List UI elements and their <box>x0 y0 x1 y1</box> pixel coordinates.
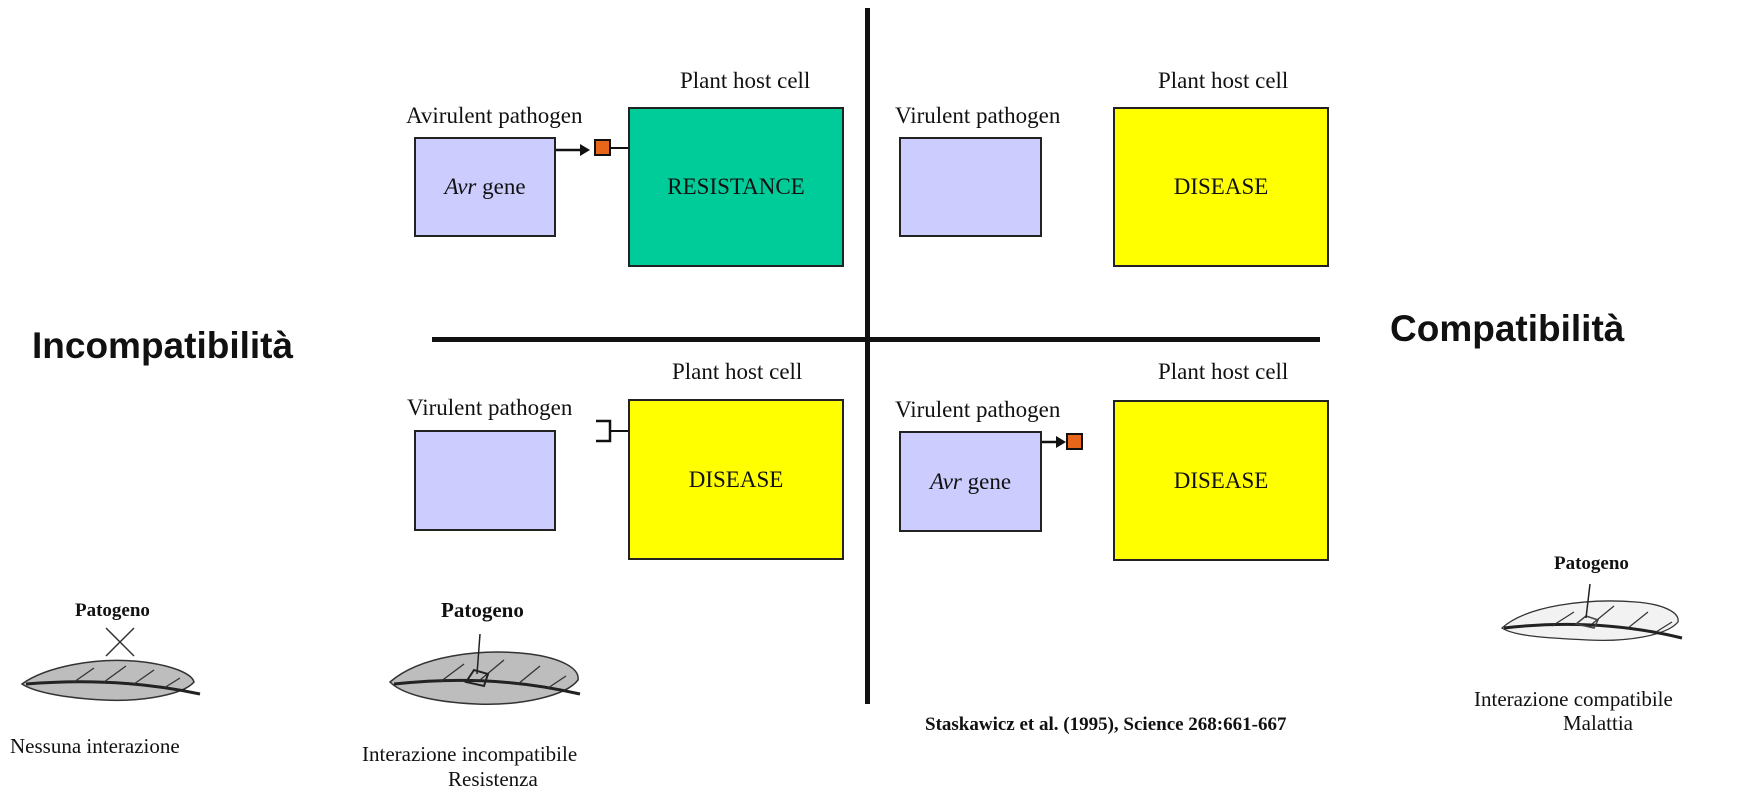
incompatibility-label: Incompatibilità <box>32 325 294 366</box>
br-host-cell-box: DISEASE <box>1113 400 1329 561</box>
br-avr-gene-label: Avr gene <box>929 468 1012 494</box>
citation: Staskawicz et al. (1995), Science 268:66… <box>925 714 1287 735</box>
bl-host-title: Plant host cell <box>672 359 803 384</box>
leaf-icon <box>1500 583 1683 642</box>
vertical-divider <box>865 8 870 704</box>
tr-host-cell-box: DISEASE <box>1113 107 1329 267</box>
tl-signal-arrow <box>556 144 590 156</box>
leaf-none-title: Patogeno <box>75 600 150 621</box>
tl-pathogen-box: Avr gene <box>414 137 556 237</box>
br-host-title: Plant host cell <box>1158 359 1289 384</box>
tl-host-title: Plant host cell <box>680 68 811 93</box>
tl-avr-elicitor <box>594 139 611 156</box>
br-pathogen-box: Avr gene <box>899 431 1042 532</box>
leaf-icon <box>20 659 201 702</box>
leaf-incompatible-caption-1: Interazione incompatibile <box>362 742 578 766</box>
bl-outcome-label: DISEASE <box>688 466 784 492</box>
tl-outcome-label: RESISTANCE <box>667 174 805 199</box>
tr-host-title: Plant host cell <box>1158 68 1289 93</box>
horizontal-divider <box>432 337 1320 342</box>
tl-host-cell-box: RESISTANCE <box>628 107 844 267</box>
leaf-incompatible-caption-2: Resistenza <box>448 767 538 791</box>
tl-avr-gene-label: Avr gene <box>444 174 526 199</box>
leaf-compatible-title: Patogeno <box>1554 553 1629 574</box>
leaf-incompatible-title: Patogeno <box>441 598 524 622</box>
tr-pathogen-title: Virulent pathogen <box>895 103 1061 128</box>
leaf-compatible-illustration <box>1500 583 1683 642</box>
leaf-incompatible-illustration <box>388 633 581 706</box>
br-signal-arrow <box>1042 436 1066 448</box>
leaf-compatible-caption-1: Interazione compatibile <box>1474 687 1673 711</box>
tl-pathogen-title: Avirulent pathogen <box>406 103 583 128</box>
compatibility-label: Compatibilità <box>1390 308 1625 349</box>
tr-pathogen-box <box>899 137 1042 237</box>
leaf-none-illustration <box>20 627 201 702</box>
bl-pathogen-title: Virulent pathogen <box>407 395 573 420</box>
leaf-compatible-caption-2: Malattia <box>1563 711 1633 735</box>
tl-r-receptor-line <box>611 147 631 149</box>
leaf-icon <box>388 633 581 706</box>
br-outcome-label: DISEASE <box>1173 467 1269 493</box>
bl-pathogen-box <box>414 430 556 531</box>
bl-host-cell-box: DISEASE <box>628 399 844 560</box>
cross-mark-icon <box>105 627 135 657</box>
br-pathogen-title: Virulent pathogen <box>895 397 1061 422</box>
leaf-none-caption: Nessuna interazione <box>10 734 180 758</box>
br-avr-elicitor <box>1066 433 1083 450</box>
tr-outcome-label: DISEASE <box>1173 174 1269 199</box>
